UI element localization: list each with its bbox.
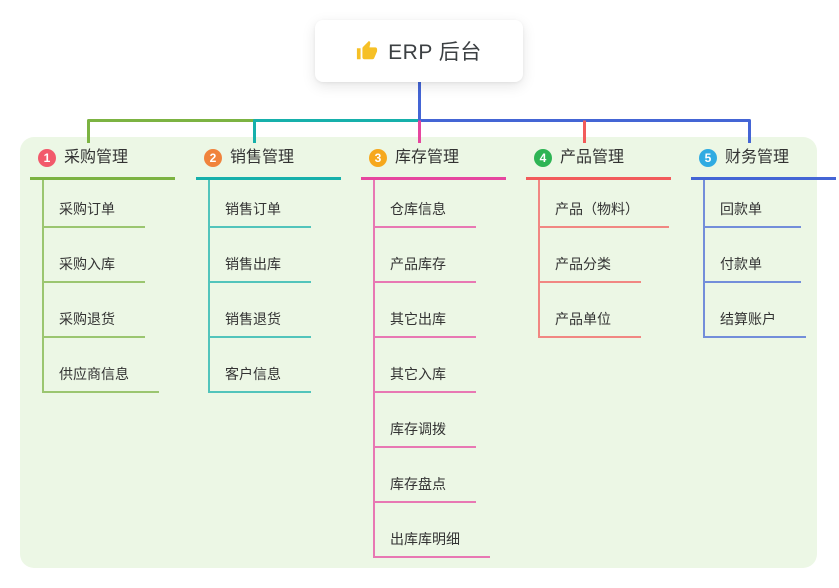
branch-number-badge: 4 bbox=[534, 149, 552, 167]
child-node[interactable]: 库存盘点 bbox=[375, 448, 476, 503]
branch-title[interactable]: 3 库存管理 bbox=[361, 146, 506, 180]
child-node[interactable]: 仓库信息 bbox=[375, 180, 476, 228]
branch-2: 2 销售管理 销售订单销售出库销售退货客户信息 bbox=[196, 146, 341, 393]
branch-children: 仓库信息产品库存其它出库其它入库库存调拨库存盘点出库库明细 bbox=[373, 180, 506, 558]
branches-panel bbox=[20, 137, 817, 568]
child-node[interactable]: 产品（物料） bbox=[540, 180, 669, 228]
root-title: ERP 后台 bbox=[388, 41, 482, 64]
branch-title[interactable]: 4 产品管理 bbox=[526, 146, 671, 180]
child-node[interactable]: 供应商信息 bbox=[44, 338, 159, 393]
child-node[interactable]: 产品库存 bbox=[375, 228, 476, 283]
branch-label: 采购管理 bbox=[64, 149, 129, 166]
child-node[interactable]: 销售出库 bbox=[210, 228, 311, 283]
child-node[interactable]: 回款单 bbox=[705, 180, 801, 228]
child-node[interactable]: 销售订单 bbox=[210, 180, 311, 228]
child-node[interactable]: 产品单位 bbox=[540, 283, 641, 338]
branch-4: 4 产品管理 产品（物料）产品分类产品单位 bbox=[526, 146, 671, 338]
branch-number-badge: 3 bbox=[369, 149, 387, 167]
branch-number-badge: 2 bbox=[204, 149, 222, 167]
child-node[interactable]: 其它出库 bbox=[375, 283, 476, 338]
branch-title[interactable]: 1 采购管理 bbox=[30, 146, 175, 180]
branch-label: 销售管理 bbox=[230, 149, 295, 166]
child-node[interactable]: 结算账户 bbox=[705, 283, 806, 338]
branch-title[interactable]: 5 财务管理 bbox=[691, 146, 836, 180]
branch-children: 采购订单采购入库采购退货供应商信息 bbox=[42, 180, 175, 393]
branch-children: 回款单付款单结算账户 bbox=[703, 180, 836, 338]
branch-label: 财务管理 bbox=[725, 149, 790, 166]
branch-label: 产品管理 bbox=[560, 149, 625, 166]
thumbs-up-icon bbox=[357, 40, 378, 60]
child-node[interactable]: 出库库明细 bbox=[375, 503, 490, 558]
branch-5: 5 财务管理 回款单付款单结算账户 bbox=[691, 146, 836, 338]
branch-children: 销售订单销售出库销售退货客户信息 bbox=[208, 180, 341, 393]
child-node[interactable]: 采购退货 bbox=[44, 283, 145, 338]
branch-3: 3 库存管理 仓库信息产品库存其它出库其它入库库存调拨库存盘点出库库明细 bbox=[361, 146, 506, 558]
child-node[interactable]: 付款单 bbox=[705, 228, 801, 283]
branch-label: 库存管理 bbox=[395, 149, 460, 166]
child-node[interactable]: 产品分类 bbox=[540, 228, 641, 283]
branch-children: 产品（物料）产品分类产品单位 bbox=[538, 180, 671, 338]
branch-1: 1 采购管理 采购订单采购入库采购退货供应商信息 bbox=[30, 146, 175, 393]
branch-number-badge: 1 bbox=[38, 149, 56, 167]
child-node[interactable]: 销售退货 bbox=[210, 283, 311, 338]
child-node[interactable]: 其它入库 bbox=[375, 338, 476, 393]
root-node[interactable]: ERP 后台 bbox=[315, 20, 523, 82]
child-node[interactable]: 采购入库 bbox=[44, 228, 145, 283]
branch-title[interactable]: 2 销售管理 bbox=[196, 146, 341, 180]
branch-number-badge: 5 bbox=[699, 149, 717, 167]
child-node[interactable]: 客户信息 bbox=[210, 338, 311, 393]
child-node[interactable]: 库存调拨 bbox=[375, 393, 476, 448]
child-node[interactable]: 采购订单 bbox=[44, 180, 145, 228]
